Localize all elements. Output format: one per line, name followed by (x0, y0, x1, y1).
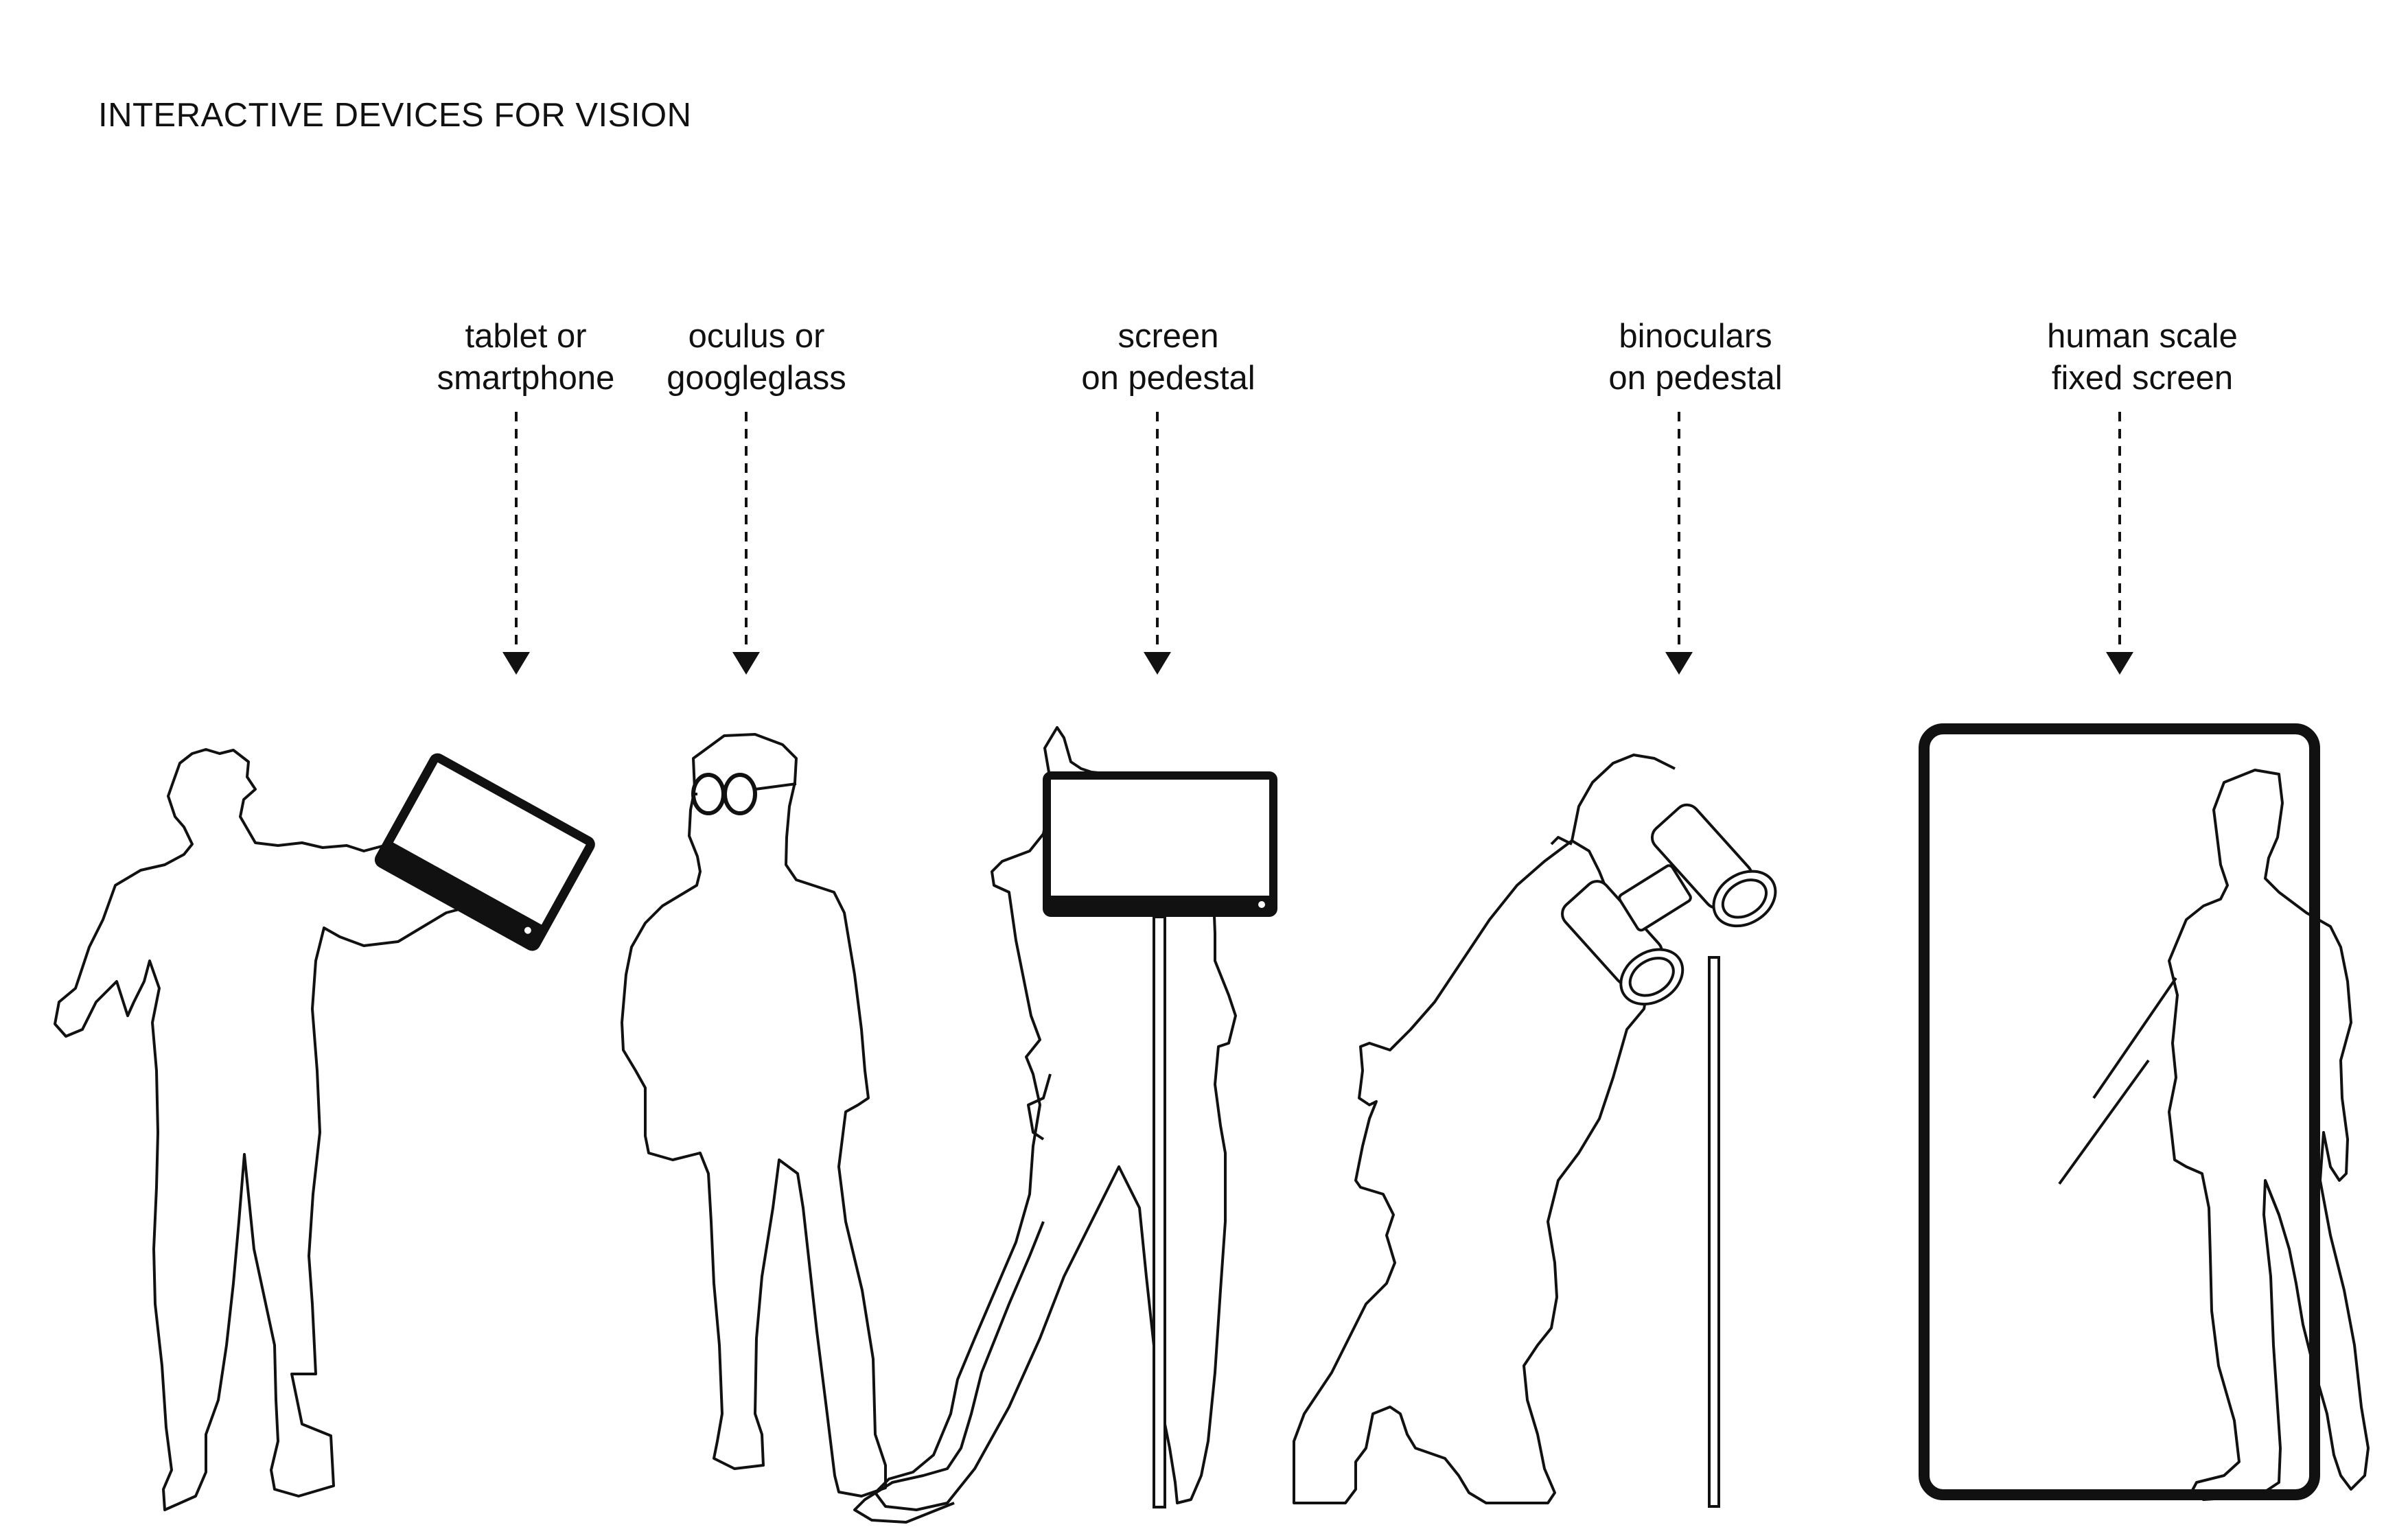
fixed-screen-device (1919, 723, 2320, 1500)
goggles-device (691, 773, 797, 815)
arrow-screen-pedestal (1144, 412, 1171, 675)
tablet-device (374, 753, 595, 951)
label-screen-line2: on pedestal (1081, 360, 1255, 397)
binoculars-device (1561, 803, 1777, 1508)
label-fixed-line1: human scale (2047, 318, 2238, 355)
label-binoculars-line2: on pedestal (1608, 360, 1783, 397)
label-oculus: oculus or googleglass (619, 316, 894, 399)
label-binoculars-line1: binoculars (1619, 318, 1772, 355)
label-oculus-line1: oculus or (688, 318, 825, 355)
arrow-tablet (502, 412, 530, 675)
label-tablet-line2: smartphone (437, 360, 615, 397)
person-with-binoculars (1293, 754, 1676, 1504)
label-tablet: tablet or smartphone (389, 316, 663, 399)
person-behind-fixed-screen (2168, 769, 2370, 1501)
screen-on-pedestal (1043, 771, 1277, 1508)
label-tablet-line1: tablet or (465, 318, 587, 355)
arrow-binoculars (1665, 412, 1693, 675)
arrow-oculus (732, 412, 760, 675)
arrow-fixed-screen (2106, 412, 2133, 675)
label-fixed-screen: human scale fixed screen (2005, 316, 2280, 399)
diagram-title: INTERACTIVE DEVICES FOR VISION (98, 97, 692, 134)
person-with-goggles (621, 733, 887, 1498)
label-screen-pedestal: screen on pedestal (1031, 316, 1306, 399)
label-fixed-line2: fixed screen (2051, 360, 2234, 397)
label-screen-line1: screen (1118, 318, 1219, 355)
label-oculus-line2: googleglass (667, 360, 846, 397)
label-binoculars: binoculars on pedestal (1558, 316, 1833, 399)
